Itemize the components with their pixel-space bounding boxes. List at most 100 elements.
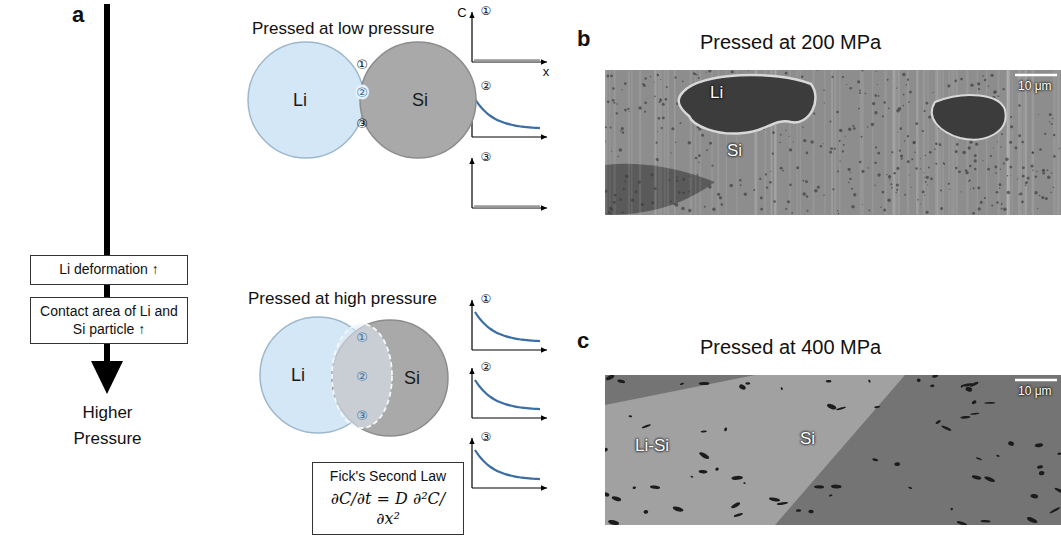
pore-dot: [877, 173, 880, 176]
pore-dot: [1001, 203, 1003, 205]
pore-dot: [859, 92, 861, 94]
pore-dot: [834, 148, 836, 150]
pore: [745, 382, 750, 384]
pore-dot: [903, 105, 905, 107]
pore: [608, 519, 620, 525]
pore-dot: [681, 207, 684, 210]
callout-number: ②: [356, 370, 368, 383]
pore-dot: [624, 82, 627, 85]
pore-dot: [908, 174, 909, 175]
pore-dot: [939, 143, 942, 146]
box-text: Contact area of Li and Si particle ↑: [37, 303, 181, 338]
pore-dot: [666, 86, 668, 88]
pore-dot: [902, 73, 905, 76]
pore-dot: [789, 183, 792, 186]
fib-streak: [898, 70, 900, 215]
phase-label: Si: [727, 142, 742, 159]
pore-dot: [973, 187, 975, 189]
pore-dot: [993, 92, 995, 94]
pore-dot: [896, 167, 899, 170]
pore-dot: [607, 101, 610, 104]
pore-dot: [613, 102, 615, 104]
pore-dot: [635, 191, 638, 194]
pore-dot: [1022, 166, 1025, 169]
fib-streak: [916, 70, 918, 215]
condition-title: Pressed at high pressure: [248, 290, 437, 307]
pore-dot: [895, 192, 896, 193]
pore-dot: [622, 131, 625, 134]
pore-dot: [1001, 133, 1003, 135]
pore-dot: [891, 187, 893, 189]
pore-dot: [1045, 197, 1048, 200]
pore-dot: [852, 125, 854, 127]
pore-dot: [658, 117, 661, 120]
pore-dot: [948, 183, 950, 185]
pore-dot: [978, 207, 981, 210]
pore-dot: [927, 184, 928, 185]
pore-dot: [915, 122, 918, 125]
pore-dot: [913, 142, 915, 144]
panel-title: Pressed at 400 MPa: [700, 337, 881, 357]
pore-dot: [917, 199, 919, 201]
panel-letter: a: [72, 4, 84, 26]
concentration-plot: [472, 438, 547, 488]
pore-dot: [712, 208, 715, 211]
pore: [743, 482, 746, 484]
pore: [808, 510, 814, 514]
pore-dot: [793, 141, 794, 142]
pore-dot: [706, 72, 707, 73]
fib-streak: [939, 70, 941, 215]
pore-dot: [914, 151, 916, 153]
pore-dot: [999, 183, 1002, 186]
process-box: Li deformation ↑: [30, 255, 188, 285]
pore: [780, 387, 783, 390]
flat-concentration: [474, 205, 540, 208]
contact-region: [332, 324, 392, 428]
pore-dot: [623, 188, 625, 190]
pore-dot: [874, 111, 877, 114]
pore: [611, 495, 621, 502]
pore-dot: [970, 83, 973, 86]
scale-bar: [1015, 74, 1057, 77]
pore: [932, 375, 939, 378]
pore-dot: [1050, 192, 1051, 193]
pore: [733, 512, 743, 517]
fib-streak: [862, 70, 864, 215]
pore-dot: [890, 183, 892, 185]
fib-streak: [1056, 70, 1058, 215]
fib-streak: [923, 70, 925, 215]
sem-micrograph: [605, 375, 1061, 525]
fib-streak: [966, 70, 968, 215]
pore-dot: [624, 180, 626, 182]
pore-dot: [659, 101, 661, 103]
pore-dot: [769, 181, 772, 184]
pore: [1007, 440, 1014, 446]
pore-dot: [682, 178, 685, 181]
y-axis: [471, 368, 472, 418]
pore-dot: [621, 89, 622, 90]
pore-dot: [969, 179, 971, 181]
fib-streak: [886, 70, 887, 215]
pore-dot: [671, 127, 674, 130]
pore-dot: [628, 111, 629, 112]
fib-streak: [872, 70, 874, 215]
dark-region: [605, 164, 715, 215]
pore-dot: [662, 117, 665, 120]
pore: [950, 507, 953, 510]
pore-dot: [850, 172, 851, 173]
fib-streak: [834, 70, 836, 215]
pore-dot: [838, 213, 840, 215]
pore-dot: [904, 140, 906, 142]
pore-dot: [1047, 175, 1050, 178]
pore-dot: [877, 84, 878, 85]
pore-dot: [785, 208, 787, 210]
fib-streak: [927, 70, 928, 215]
pore-dot: [1051, 172, 1053, 174]
pore-dot: [991, 205, 993, 207]
pore-dot: [1037, 208, 1038, 209]
pore-dot: [928, 167, 930, 169]
pore-dot: [744, 192, 747, 195]
particle-circle: [260, 317, 376, 433]
pore-dot: [1039, 195, 1040, 196]
pore-dot: [883, 101, 886, 104]
